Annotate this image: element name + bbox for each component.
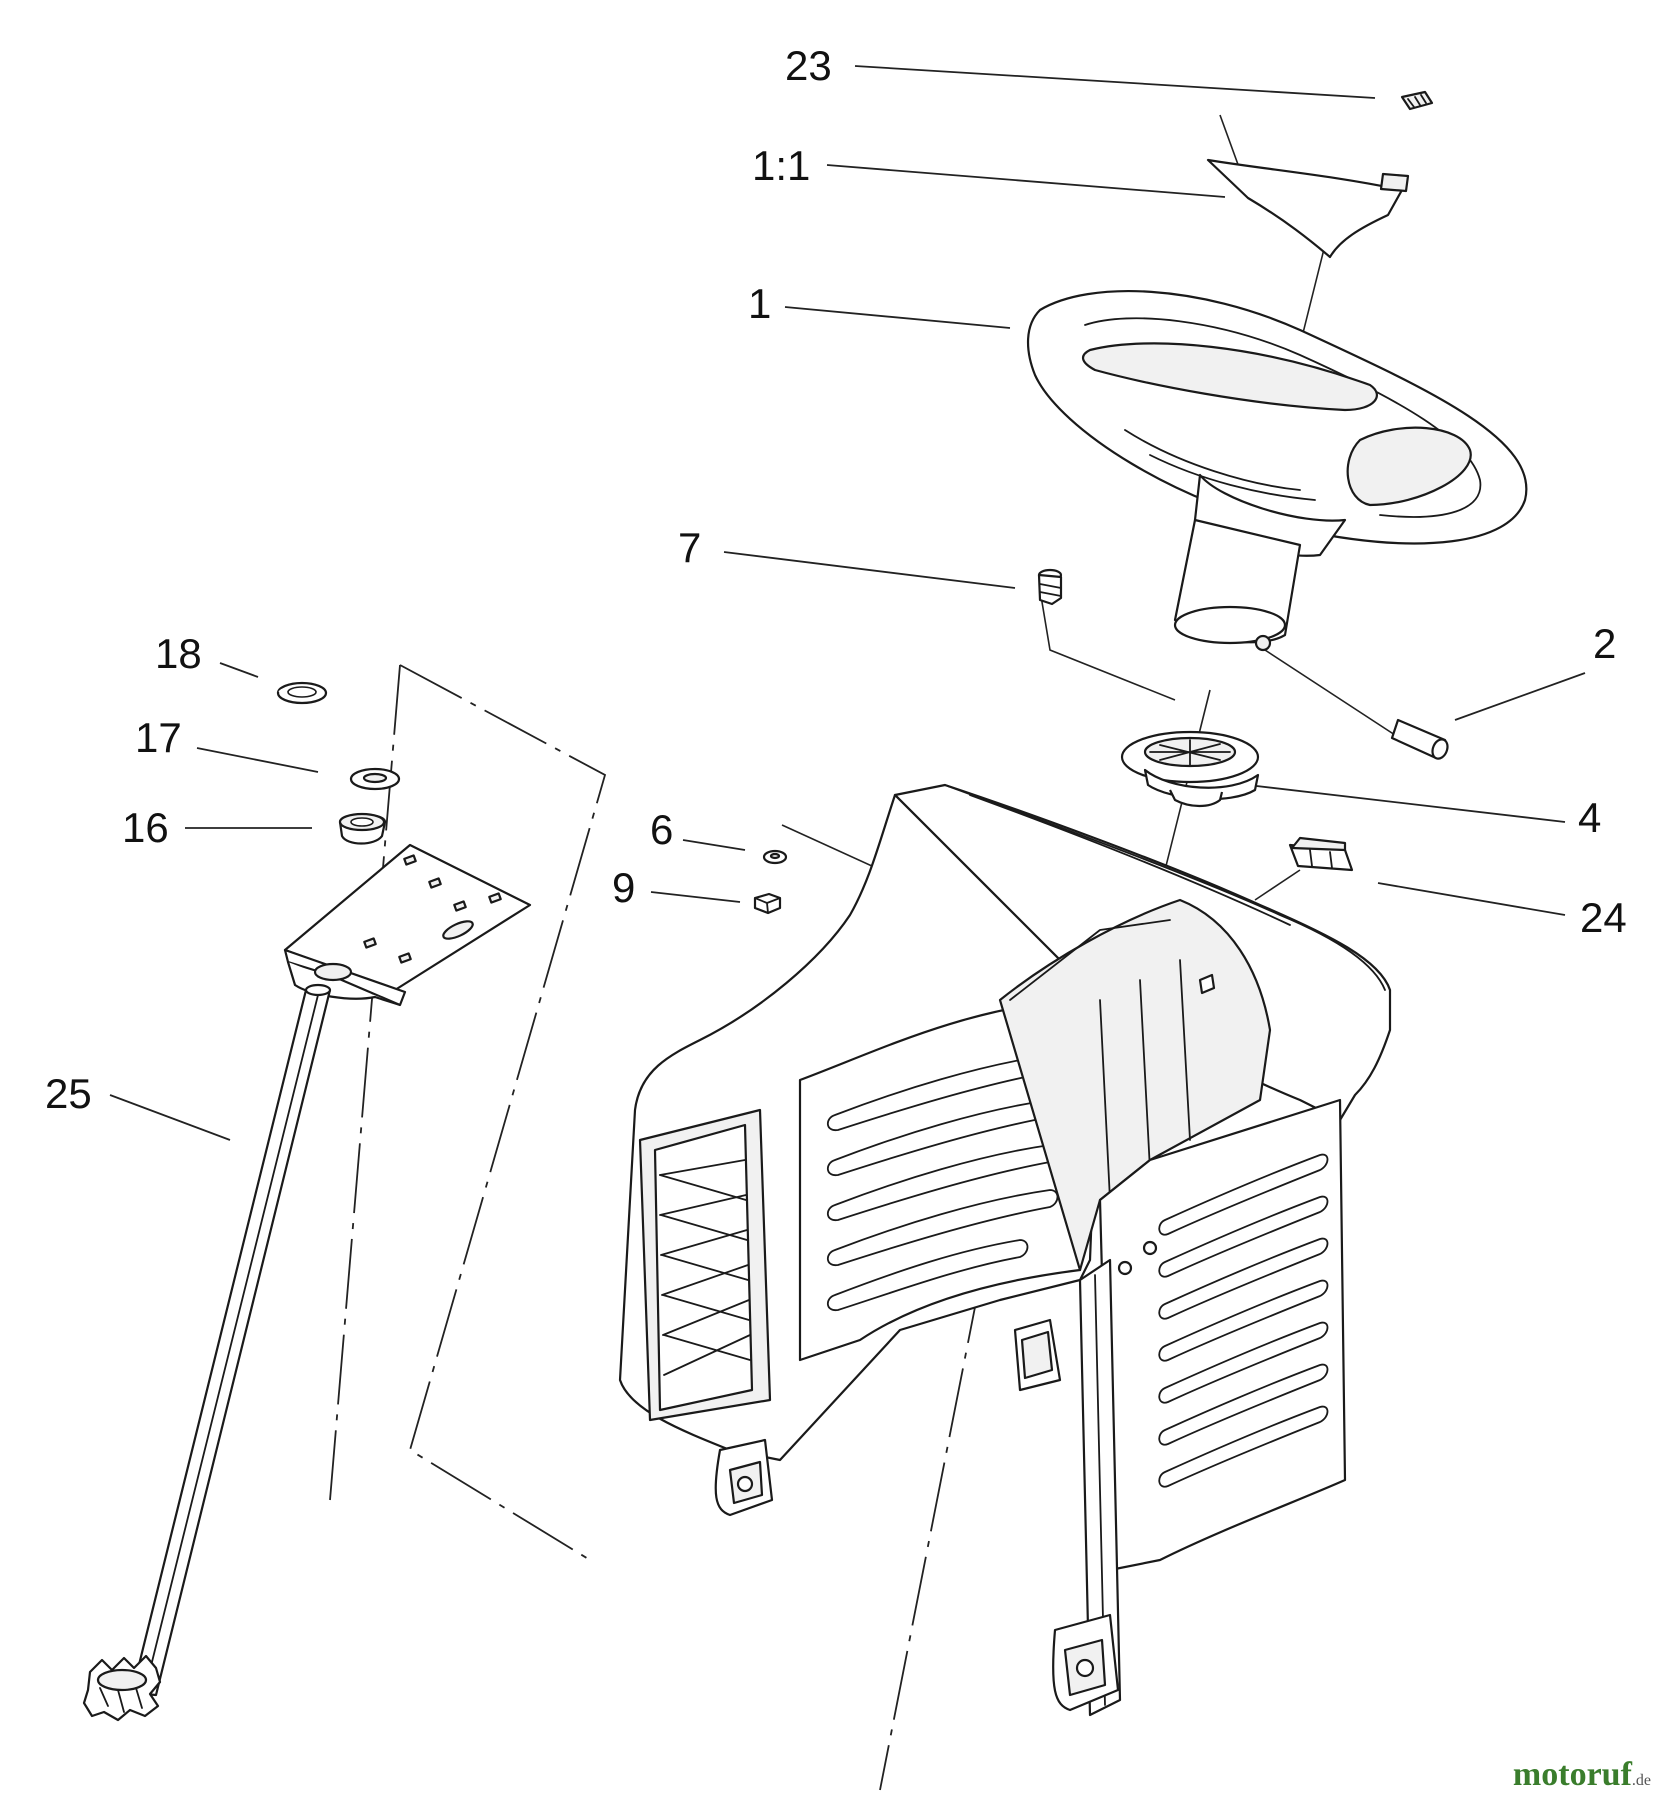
leader-1 bbox=[784, 306, 1011, 329]
leader-23 bbox=[854, 65, 1376, 99]
assembly-line-pin bbox=[1264, 649, 1396, 736]
assembly-line-bolt bbox=[1039, 589, 1176, 701]
part-hub-4 bbox=[1120, 730, 1260, 808]
part-washer-17 bbox=[349, 767, 401, 791]
callout-24: 24 bbox=[1580, 894, 1627, 941]
callout-labels: 23 1:1 1 7 2 18 17 16 6 4 9 24 25 bbox=[45, 42, 1627, 1117]
leader-24 bbox=[1377, 882, 1566, 916]
callout-1-1: 1:1 bbox=[752, 142, 810, 189]
assembly-line-clip bbox=[1254, 869, 1301, 901]
leader-lines bbox=[109, 65, 1586, 1141]
assembly-line-insert bbox=[1219, 114, 1241, 171]
callout-16: 16 bbox=[122, 804, 169, 851]
leader-4 bbox=[1247, 784, 1566, 823]
part-washer-6 bbox=[762, 849, 788, 865]
part-clip-24 bbox=[1288, 836, 1354, 872]
assembly-line-shaft bbox=[329, 664, 401, 1501]
part-insert-23 bbox=[1400, 90, 1434, 111]
callout-1: 1 bbox=[748, 280, 771, 327]
callout-2: 2 bbox=[1593, 620, 1616, 667]
leader-2 bbox=[1454, 672, 1586, 721]
leader-9 bbox=[650, 891, 741, 903]
part-steering-wheel-1 bbox=[1026, 289, 1528, 652]
callout-4: 4 bbox=[1578, 794, 1601, 841]
callout-6: 6 bbox=[650, 806, 673, 853]
watermark-tld: .de bbox=[1631, 1772, 1651, 1789]
callout-25: 25 bbox=[45, 1070, 92, 1117]
leader-25 bbox=[109, 1094, 231, 1141]
part-nut-9 bbox=[753, 892, 782, 915]
part-pedestal-housing bbox=[618, 783, 1392, 1717]
leader-6 bbox=[682, 839, 746, 851]
leader-1-1 bbox=[826, 164, 1226, 198]
callout-17: 17 bbox=[135, 714, 182, 761]
watermark-brand: motoruf bbox=[1512, 1756, 1632, 1793]
callout-7: 7 bbox=[678, 524, 701, 571]
callout-23: 23 bbox=[785, 42, 832, 89]
leader-17 bbox=[196, 747, 319, 773]
part-pin-2 bbox=[1390, 718, 1449, 760]
callout-9: 9 bbox=[612, 864, 635, 911]
part-bolt-7 bbox=[1037, 568, 1063, 606]
part-steering-shaft-25 bbox=[82, 983, 332, 1722]
leader-7 bbox=[723, 551, 1016, 589]
part-mounting-plate bbox=[283, 843, 532, 1007]
watermark-logo: motoruf.de bbox=[1513, 1756, 1651, 1794]
part-decal-1-1 bbox=[1206, 158, 1410, 259]
callout-18: 18 bbox=[155, 630, 202, 677]
assembly-line-pedestal-bracket bbox=[399, 664, 607, 1561]
leader-18 bbox=[219, 662, 259, 678]
part-bushing-16 bbox=[338, 812, 387, 845]
part-retaining-ring-18 bbox=[276, 681, 328, 705]
